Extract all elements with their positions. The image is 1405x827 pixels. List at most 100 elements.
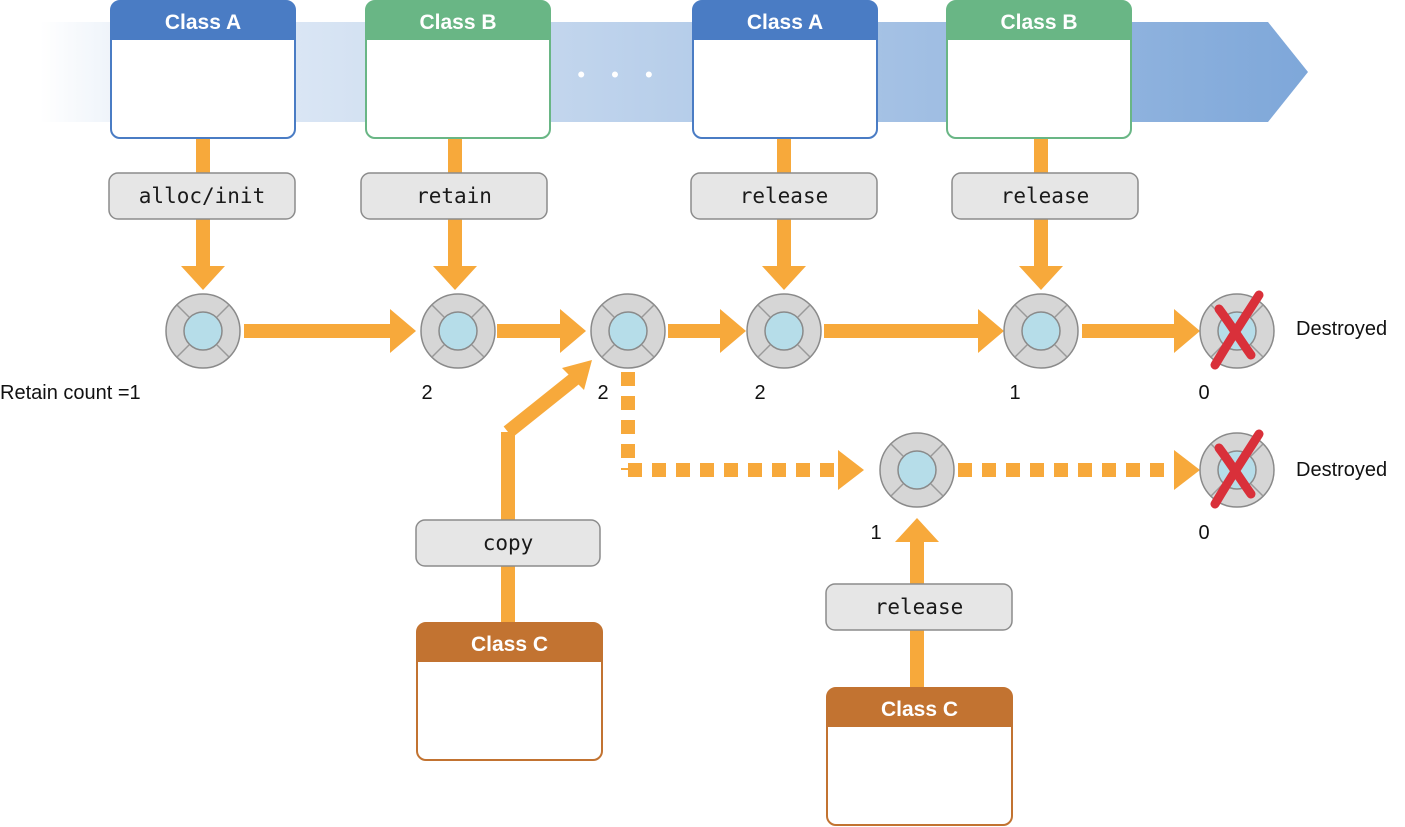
obj-3-core bbox=[608, 311, 648, 351]
class-a-1-box: Class A bbox=[110, 0, 296, 139]
alloc-init-pill bbox=[108, 172, 296, 220]
class-b-1-title: Class B bbox=[419, 11, 496, 34]
alloc-init-method: alloc/init bbox=[108, 172, 296, 220]
obj-3-tick bbox=[601, 304, 615, 318]
obj-5-retain-count: 1 bbox=[1009, 382, 1020, 404]
obj-1-tick bbox=[216, 344, 230, 358]
obj-3-tick bbox=[641, 304, 655, 318]
class-boxes: Class A Class B Class A Class B Class C Class… bbox=[110, 0, 1132, 826]
copy-pill bbox=[415, 519, 601, 567]
retain-method: retain bbox=[360, 172, 548, 220]
obj-6-retain-count: 0 bbox=[1198, 382, 1209, 404]
obj-1-retain-count: Retain count =1 bbox=[0, 382, 141, 404]
obj-5-tick bbox=[1014, 344, 1028, 358]
obj-5-tick bbox=[1054, 304, 1068, 318]
class-c-1-title: Class C bbox=[471, 633, 548, 656]
obj-5-tick bbox=[1014, 304, 1028, 318]
obj-6-tick bbox=[1250, 344, 1264, 358]
method-pills: alloc/init retain release release copy releas… bbox=[108, 172, 1139, 631]
release-2-method: release bbox=[951, 172, 1139, 220]
obj-1-tick bbox=[176, 304, 190, 318]
release-1-pill bbox=[690, 172, 878, 220]
obj-7-tick bbox=[930, 443, 944, 457]
class-a-2-header bbox=[693, 1, 877, 40]
obj-4-tick bbox=[757, 304, 771, 318]
obj-3-tick bbox=[641, 344, 655, 358]
obj-8-retain-count: 0 bbox=[1198, 522, 1209, 544]
arrowhead-3-4 bbox=[720, 309, 746, 353]
obj-1-tick bbox=[176, 344, 190, 358]
obj-2-tick bbox=[471, 304, 485, 318]
arrowhead-2-3 bbox=[560, 309, 586, 353]
class-c-2-box: Class C bbox=[826, 687, 1013, 826]
release-3-label: release bbox=[875, 595, 964, 619]
obj-7-tick bbox=[890, 443, 904, 457]
arrowhead-dashed-1 bbox=[838, 450, 864, 490]
release-1-method: release bbox=[690, 172, 878, 220]
arrowhead-a1 bbox=[181, 266, 225, 290]
obj-4-tick bbox=[797, 344, 811, 358]
obj-1-core bbox=[183, 311, 223, 351]
obj-1-tick bbox=[216, 304, 230, 318]
obj-6-node: Destroyed 0 bbox=[1198, 290, 1387, 404]
obj-6-status: Destroyed bbox=[1296, 318, 1387, 340]
arrowhead-4-5 bbox=[978, 309, 1004, 353]
obj-8-node: Destroyed 0 bbox=[1198, 429, 1387, 544]
retain-label: retain bbox=[416, 184, 492, 208]
obj-7-tick bbox=[930, 483, 944, 497]
obj-8-tick bbox=[1250, 483, 1264, 497]
release-1-label: release bbox=[740, 184, 829, 208]
class-a-1-header bbox=[111, 1, 295, 40]
obj-4-core bbox=[764, 311, 804, 351]
class-b-1-header bbox=[366, 1, 550, 40]
class-c-1-header bbox=[417, 623, 602, 662]
obj-6-cross-stroke bbox=[1214, 304, 1256, 360]
obj-8-cross-stroke bbox=[1214, 443, 1256, 499]
class-b-1-box: Class B bbox=[365, 0, 551, 139]
class-c-2-header bbox=[827, 688, 1012, 727]
obj-3-retain-count: 2 bbox=[597, 382, 608, 404]
obj-5-core bbox=[1021, 311, 1061, 351]
class-b-2-header bbox=[947, 1, 1131, 40]
timeline-ellipsis: • • • bbox=[577, 62, 662, 87]
obj-5-tick bbox=[1054, 344, 1068, 358]
class-a-2-title: Class A bbox=[747, 11, 823, 34]
obj-7-node: 1 bbox=[870, 432, 955, 544]
obj-5-node: 1 bbox=[1003, 293, 1079, 404]
copy-method: copy bbox=[415, 519, 601, 567]
class-b-2-box: Class B bbox=[946, 0, 1132, 139]
obj-7-core bbox=[897, 450, 937, 490]
obj-3-node: 2 bbox=[590, 293, 666, 404]
class-b-2-title: Class B bbox=[1000, 11, 1077, 34]
arrowhead-b1 bbox=[433, 266, 477, 290]
retain-pill bbox=[360, 172, 548, 220]
arrowhead-a2 bbox=[762, 266, 806, 290]
connector-copy-diagonal bbox=[503, 370, 583, 438]
arrowhead-b2 bbox=[1019, 266, 1063, 290]
obj-2-tick bbox=[431, 344, 445, 358]
obj-7-retain-count: 1 bbox=[870, 522, 881, 544]
obj-4-retain-count: 2 bbox=[754, 382, 765, 404]
arrowhead-5-6 bbox=[1174, 309, 1200, 353]
arrowhead-c2 bbox=[895, 518, 939, 542]
obj-6-tick bbox=[1250, 304, 1264, 318]
obj-8-tick bbox=[1250, 443, 1264, 457]
alloc-init-label: alloc/init bbox=[139, 184, 265, 208]
obj-2-tick bbox=[471, 344, 485, 358]
obj-2-retain-count: 2 bbox=[421, 382, 432, 404]
release-2-label: release bbox=[1001, 184, 1090, 208]
obj-2-core bbox=[438, 311, 478, 351]
arrows-layer bbox=[181, 139, 1200, 687]
release-2-pill bbox=[951, 172, 1139, 220]
release-3-method: release bbox=[825, 583, 1013, 631]
class-c-2-title: Class C bbox=[881, 698, 958, 721]
obj-4-tick bbox=[757, 344, 771, 358]
arrowhead-dashed-2 bbox=[1174, 450, 1200, 490]
arrowhead-copy bbox=[562, 360, 592, 390]
obj-8-status: Destroyed bbox=[1296, 459, 1387, 481]
obj-3-tick bbox=[601, 344, 615, 358]
obj-1-node: Retain count =1 bbox=[0, 293, 241, 404]
copy-label: copy bbox=[483, 531, 534, 555]
